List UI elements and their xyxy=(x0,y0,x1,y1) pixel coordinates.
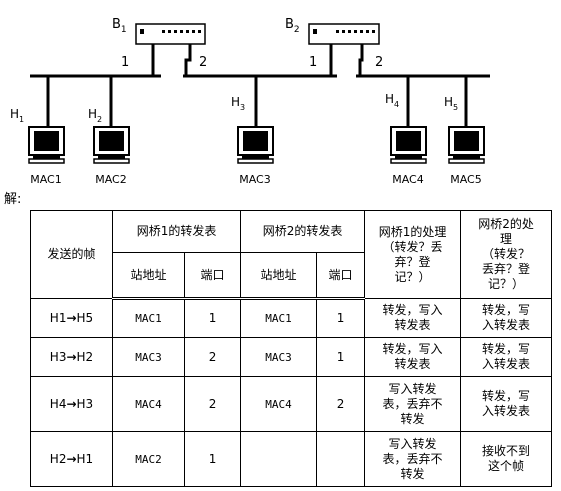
header-b1-port: 端口 xyxy=(183,252,242,300)
b1-address-cell: MAC4 xyxy=(112,376,185,432)
host-h5-label: H5 xyxy=(444,95,458,112)
table-row: H4→H3 MAC4 2 MAC4 2 写入转发表，丢弃不转发 转发，写入转发表 xyxy=(30,376,553,432)
table-row: H2→H1 MAC2 1 写入转发表，丢弃不转发 接收不到这个帧 xyxy=(30,431,553,487)
b1-port-cell: 2 xyxy=(183,376,242,432)
frame-cell: H2→H1 xyxy=(30,431,113,487)
header-b2-port: 端口 xyxy=(316,252,366,300)
host-h3 xyxy=(237,76,274,164)
host-h5-mac-label: MAC5 xyxy=(450,173,482,186)
host-h1-mac-label: MAC1 xyxy=(30,173,62,186)
b2-port-cell: 2 xyxy=(316,376,366,432)
header-bridge2-table: 网桥2的转发表 xyxy=(240,210,366,253)
b1-action-cell: 转发，写入转发表 xyxy=(364,298,462,338)
host-h2 xyxy=(93,76,130,164)
table-row: H3→H2 MAC3 2 MAC3 1 转发，写入转发表 转发，写入转发表 xyxy=(30,337,553,377)
b1-action-cell: 写入转发表，丢弃不转发 xyxy=(364,376,462,432)
header-bridge2-action: 网桥2的处 理 （转发？ 丢弃？登 记？） xyxy=(460,210,553,299)
header-b2-station-address: 站地址 xyxy=(240,252,318,300)
b1-port-cell: 2 xyxy=(183,337,242,377)
frame-cell: H4→H3 xyxy=(30,376,113,432)
b2-port-cell xyxy=(316,431,366,487)
header-frame: 发送的帧 xyxy=(30,210,113,299)
network-topology-diagram: B1 1 2 B2 1 2 xyxy=(10,17,490,186)
b2-action-cell: 转发，写入转发表 xyxy=(460,376,553,432)
b1-address-cell: MAC1 xyxy=(112,298,185,338)
b1-action-cell: 转发，写入转发表 xyxy=(364,337,462,377)
header-bridge1-table: 网桥1的转发表 xyxy=(111,210,242,253)
b1-port-cell: 1 xyxy=(183,298,242,338)
host-h1-label: H1 xyxy=(10,107,24,124)
b1-address-cell: MAC3 xyxy=(112,337,185,377)
host-h4 xyxy=(390,76,427,164)
solution-label: 解: xyxy=(4,192,22,207)
host-h1 xyxy=(28,76,65,164)
b2-address-cell: MAC3 xyxy=(240,337,318,377)
bridge-b1-port-2-label: 2 xyxy=(199,55,207,70)
b2-action-cell: 接收不到这个帧 xyxy=(460,431,553,487)
forwarding-table: 发送的帧 网桥1的转发表 网桥2的转发表 网桥1的处理 （转发？丢 弃？登 记？… xyxy=(30,210,553,487)
host-h3-label: H3 xyxy=(231,95,245,112)
frame-cell: H1→H5 xyxy=(30,298,113,338)
bridge-b2-label: B2 xyxy=(285,17,300,35)
table-row: H1→H5 MAC1 1 MAC1 1 转发，写入转发表 转发，写入转发表 xyxy=(30,298,553,338)
b2-action-cell: 转发，写入转发表 xyxy=(460,298,553,338)
bridge-b1-label: B1 xyxy=(112,17,127,35)
host-h4-label: H4 xyxy=(385,92,399,109)
host-h3-mac-label: MAC3 xyxy=(239,173,271,186)
bridge-b2-port-2-label: 2 xyxy=(375,55,383,70)
bridge-b1 xyxy=(135,23,206,76)
bridge-b2-port-1-label: 1 xyxy=(309,55,317,70)
frame-cell: H3→H2 xyxy=(30,337,113,377)
b2-address-cell xyxy=(240,431,318,487)
host-h2-label: H2 xyxy=(88,107,102,124)
b1-port-cell: 1 xyxy=(183,431,242,487)
b2-port-cell: 1 xyxy=(316,337,366,377)
header-b1-station-address: 站地址 xyxy=(112,252,185,300)
b1-action-cell: 写入转发表，丢弃不转发 xyxy=(364,431,462,487)
header-bridge1-action: 网桥1的处理 （转发？丢 弃？登 记？） xyxy=(364,210,462,299)
host-h4-mac-label: MAC4 xyxy=(392,173,424,186)
host-h5 xyxy=(448,76,485,164)
b2-address-cell: MAC1 xyxy=(240,298,318,338)
b2-port-cell: 1 xyxy=(316,298,366,338)
b2-action-cell: 转发，写入转发表 xyxy=(460,337,553,377)
bridge-b1-port-1-label: 1 xyxy=(121,55,129,70)
bridge-b2 xyxy=(308,23,380,76)
b1-address-cell: MAC2 xyxy=(112,431,185,487)
host-h2-mac-label: MAC2 xyxy=(95,173,127,186)
b2-address-cell: MAC4 xyxy=(240,376,318,432)
